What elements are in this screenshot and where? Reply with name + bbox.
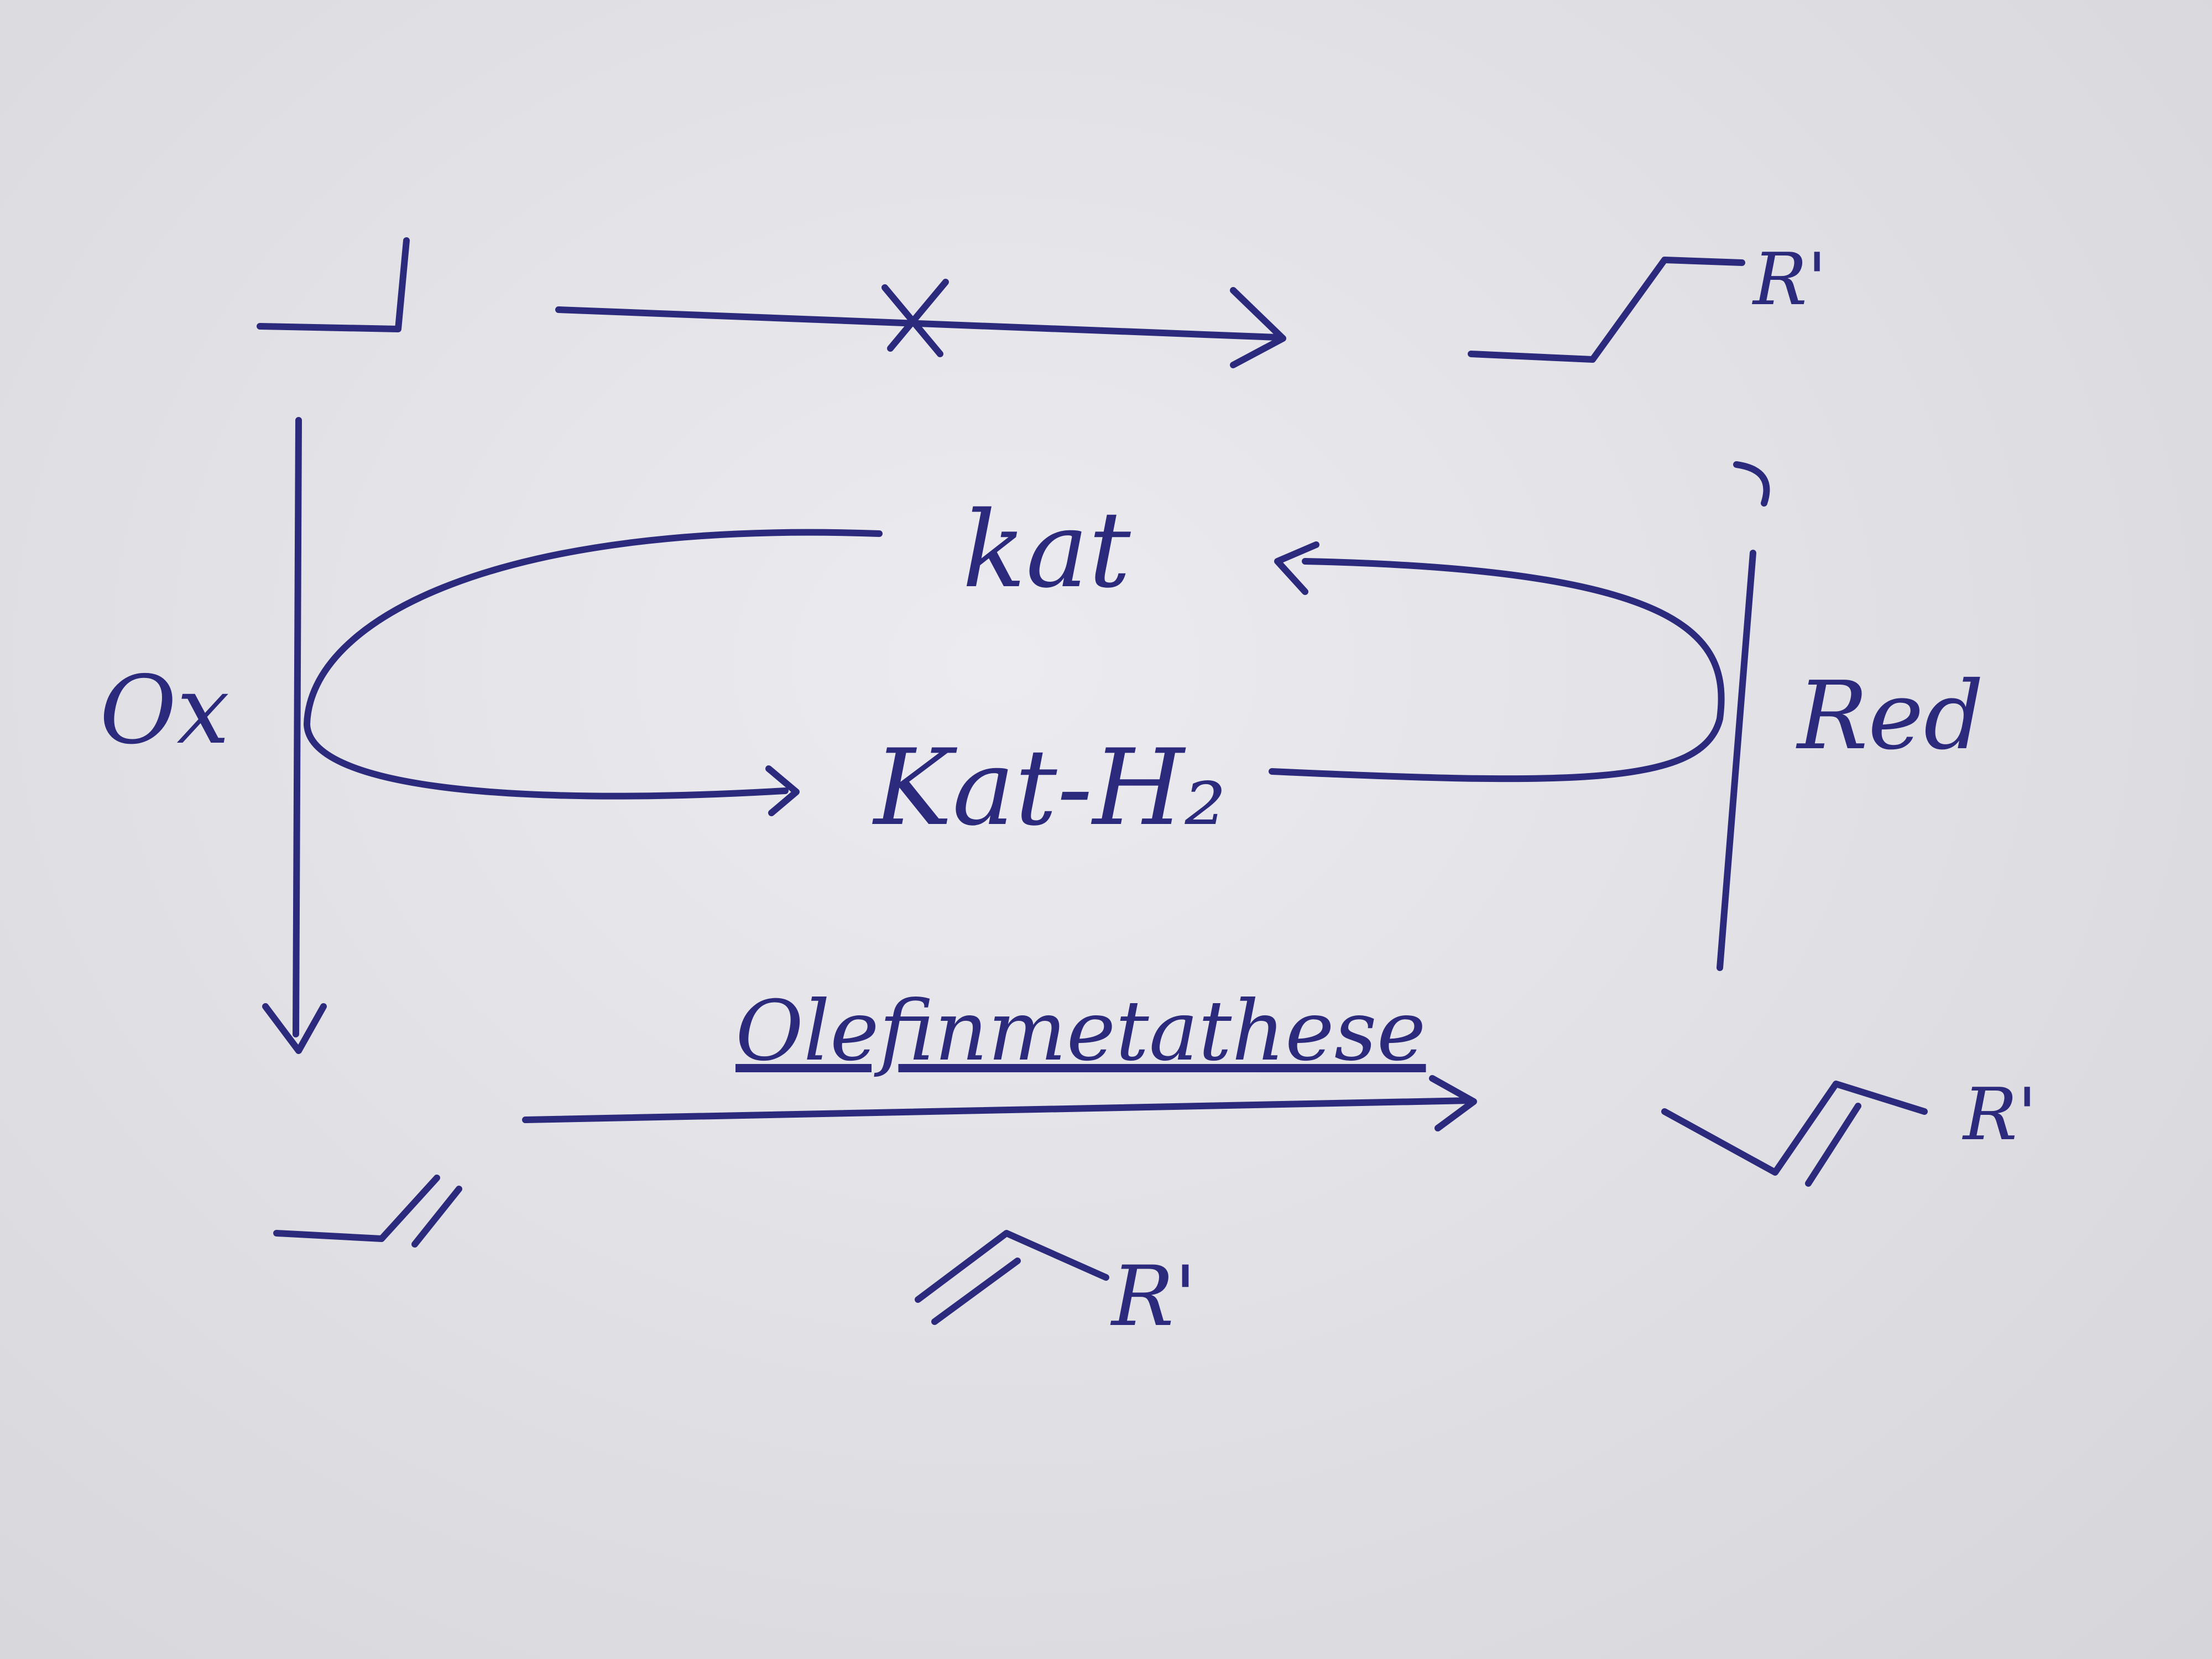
- alkane-start-structure: [257, 237, 410, 332]
- oxidation-label: Ox: [100, 656, 230, 765]
- reduction-line: [1717, 550, 1756, 971]
- right-cycle-arrowhead: [1274, 541, 1319, 595]
- metathesis-arrowhead: [1429, 1075, 1477, 1131]
- substituent-label-right: R': [1963, 1072, 2037, 1156]
- substituent-label-bottom: R': [1112, 1249, 1197, 1345]
- metathesis-arrow: [522, 1097, 1474, 1123]
- left-cycle-loop: [304, 529, 883, 800]
- left-cycle-arrowhead: [765, 765, 800, 816]
- metathesis-label: Olefinmetathese: [735, 983, 1426, 1079]
- right-cycle-loop: [1269, 558, 1725, 782]
- direct-arrowhead: [1230, 287, 1286, 368]
- reduction-arrow-tip: [1733, 461, 1770, 507]
- reduction-label: Red: [1797, 661, 1984, 771]
- oxidation-arrow: [293, 417, 302, 1037]
- alkene-middle-structure: [915, 1230, 1109, 1325]
- alkene-left-structure: [273, 1175, 462, 1248]
- blocked-cross: [881, 279, 949, 357]
- alkane-product-structure: [1468, 257, 1745, 363]
- catalyst-hydride-label: Kat-H₂: [874, 727, 1227, 849]
- oxidation-arrowhead: [262, 1003, 327, 1054]
- substituent-label-top: R': [1753, 237, 1827, 321]
- catalyst-label: kat: [962, 489, 1131, 611]
- alkene-product-structure: [1661, 1081, 1928, 1187]
